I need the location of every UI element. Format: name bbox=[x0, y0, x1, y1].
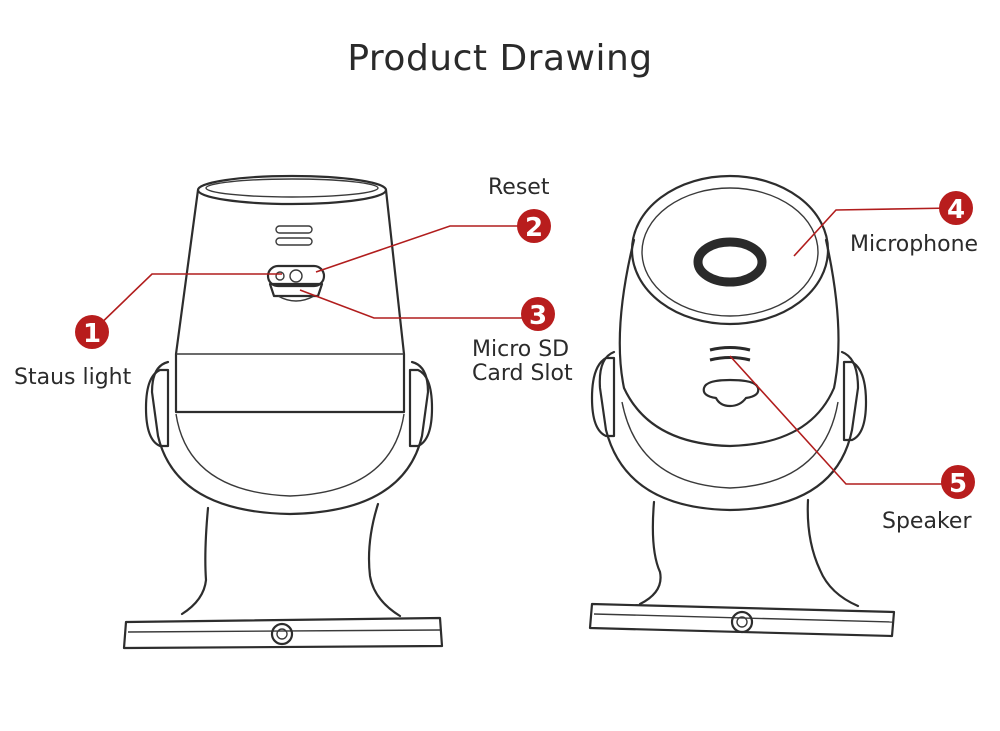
base-edge-front bbox=[593, 613, 893, 623]
lens-face-inner bbox=[641, 187, 819, 317]
yoke-inner-front bbox=[621, 401, 839, 489]
yoke-inner-back bbox=[175, 413, 405, 497]
callout-label-reset: Reset bbox=[488, 175, 550, 200]
mount-screw-front bbox=[730, 610, 754, 634]
base-edge-back bbox=[127, 629, 441, 633]
leader-line-2 bbox=[315, 225, 530, 273]
left-knob-front bbox=[590, 356, 616, 438]
leader-line-1 bbox=[91, 273, 282, 333]
svg-text:3: 3 bbox=[529, 301, 547, 331]
callout-label-speaker: Speaker bbox=[882, 509, 972, 534]
callout-badge-4: 4 bbox=[939, 191, 973, 225]
callout-badge-3: 3 bbox=[521, 297, 555, 331]
stand-neck-back bbox=[180, 502, 402, 618]
stand-base-back bbox=[122, 616, 444, 650]
diagram-title: Product Drawing bbox=[347, 38, 653, 79]
yoke-bracket-back bbox=[150, 360, 430, 516]
top-rim-back bbox=[196, 174, 388, 206]
status-reset-module bbox=[266, 264, 326, 288]
right-knob-front bbox=[842, 360, 868, 442]
lens-ring bbox=[693, 237, 767, 287]
callout-badge-2: 2 bbox=[517, 209, 551, 243]
microsd-slot-lip bbox=[277, 295, 315, 302]
callout-label-status-light: Staus light bbox=[14, 365, 132, 390]
ir-sensor bbox=[702, 378, 760, 408]
mount-screw-back bbox=[270, 622, 294, 646]
camera-back-view bbox=[122, 174, 444, 650]
svg-text:4: 4 bbox=[947, 195, 965, 225]
vent-holes bbox=[275, 225, 313, 246]
svg-text:2: 2 bbox=[525, 213, 543, 243]
camera-front-view bbox=[588, 174, 896, 638]
camera-body-back bbox=[174, 188, 406, 414]
callout-badge-1: 1 bbox=[75, 315, 109, 349]
stand-neck-front bbox=[638, 498, 860, 608]
callout-label-microphone: Microphone bbox=[850, 232, 979, 257]
svg-text:1: 1 bbox=[83, 319, 101, 349]
right-knob-back bbox=[408, 368, 434, 448]
lens-face bbox=[630, 174, 830, 326]
svg-text:5: 5 bbox=[949, 469, 967, 499]
callout-badge-5: 5 bbox=[941, 465, 975, 499]
callout-label-card-slot: Card Slot bbox=[472, 361, 573, 386]
leader-line-4 bbox=[793, 207, 955, 257]
speaker-grille bbox=[709, 346, 751, 362]
leader-line-5 bbox=[729, 355, 956, 485]
stand-base-front bbox=[588, 602, 896, 638]
callout-label-microsd: Micro SD bbox=[472, 337, 570, 362]
camera-body-front bbox=[618, 238, 840, 448]
top-rim-inner-back bbox=[205, 178, 379, 198]
reset-button-hole bbox=[289, 269, 303, 283]
yoke-bracket-front bbox=[598, 350, 860, 512]
status-light-dot bbox=[275, 271, 285, 281]
leader-line-3 bbox=[299, 289, 538, 319]
